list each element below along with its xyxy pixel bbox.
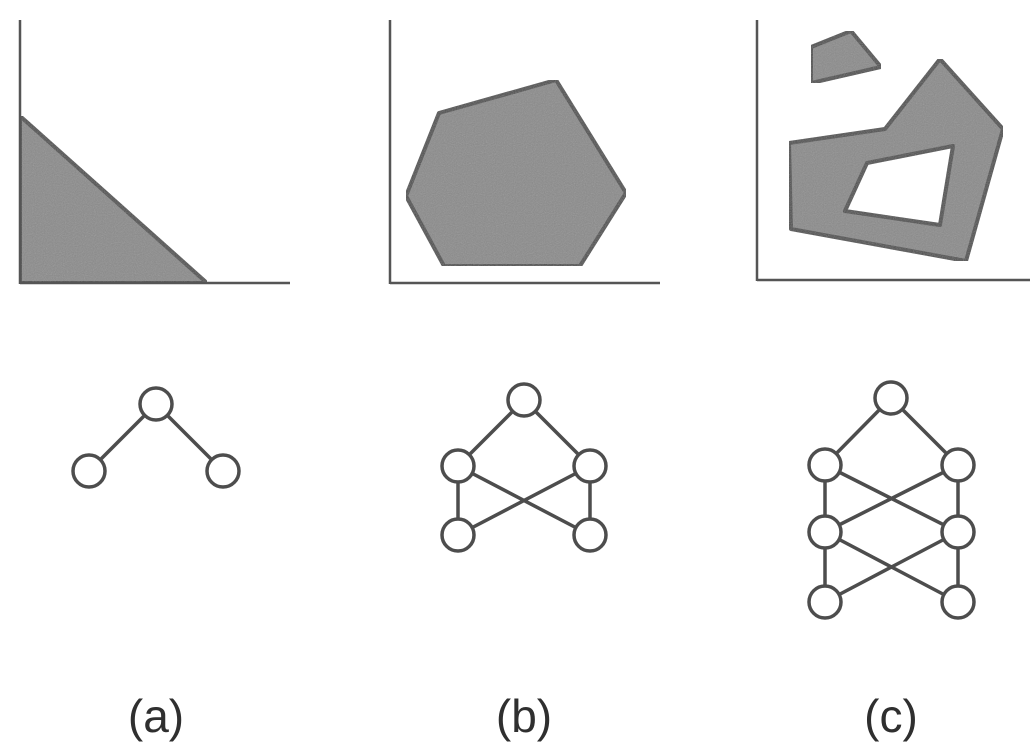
panel-a: (a) [18,20,290,742]
panel-b-node [440,517,476,553]
panel-b-node [572,517,608,553]
panel-c-network [807,380,976,620]
panel-c-edge [824,463,959,534]
panel-a-node [71,453,107,489]
panel-c-small-region [809,29,883,85]
panel-b-node [506,382,542,418]
panel-c-plot [755,20,1030,282]
panel-c-edge [824,530,959,604]
panel-a-plot [18,20,290,285]
panel-c-label: (c) [864,690,918,742]
panel-b-label: (b) [496,690,552,742]
panel-c: (c) [755,20,1030,742]
panel-c-node [873,380,909,416]
panel-c-node [807,514,843,550]
panel-b-plot [388,20,660,285]
panel-b-region [404,78,628,268]
panel-a-label: (a) [128,690,184,742]
panel-c-node [940,447,976,483]
panel-a-network [71,386,241,489]
panel-b-edge [457,464,591,537]
panel-a-node [138,386,174,422]
panel-c-large-region [787,57,1005,263]
panel-a-region [18,114,209,285]
panel-a-node [205,453,241,489]
panel-b-node [440,448,476,484]
panel-c-node [807,584,843,620]
panel-b-node [572,448,608,484]
panel-b: (b) [388,20,660,742]
panel-c-node [940,584,976,620]
panel-c-node [940,514,976,550]
panel-b-network [440,382,608,553]
panel-c-node [807,447,843,483]
